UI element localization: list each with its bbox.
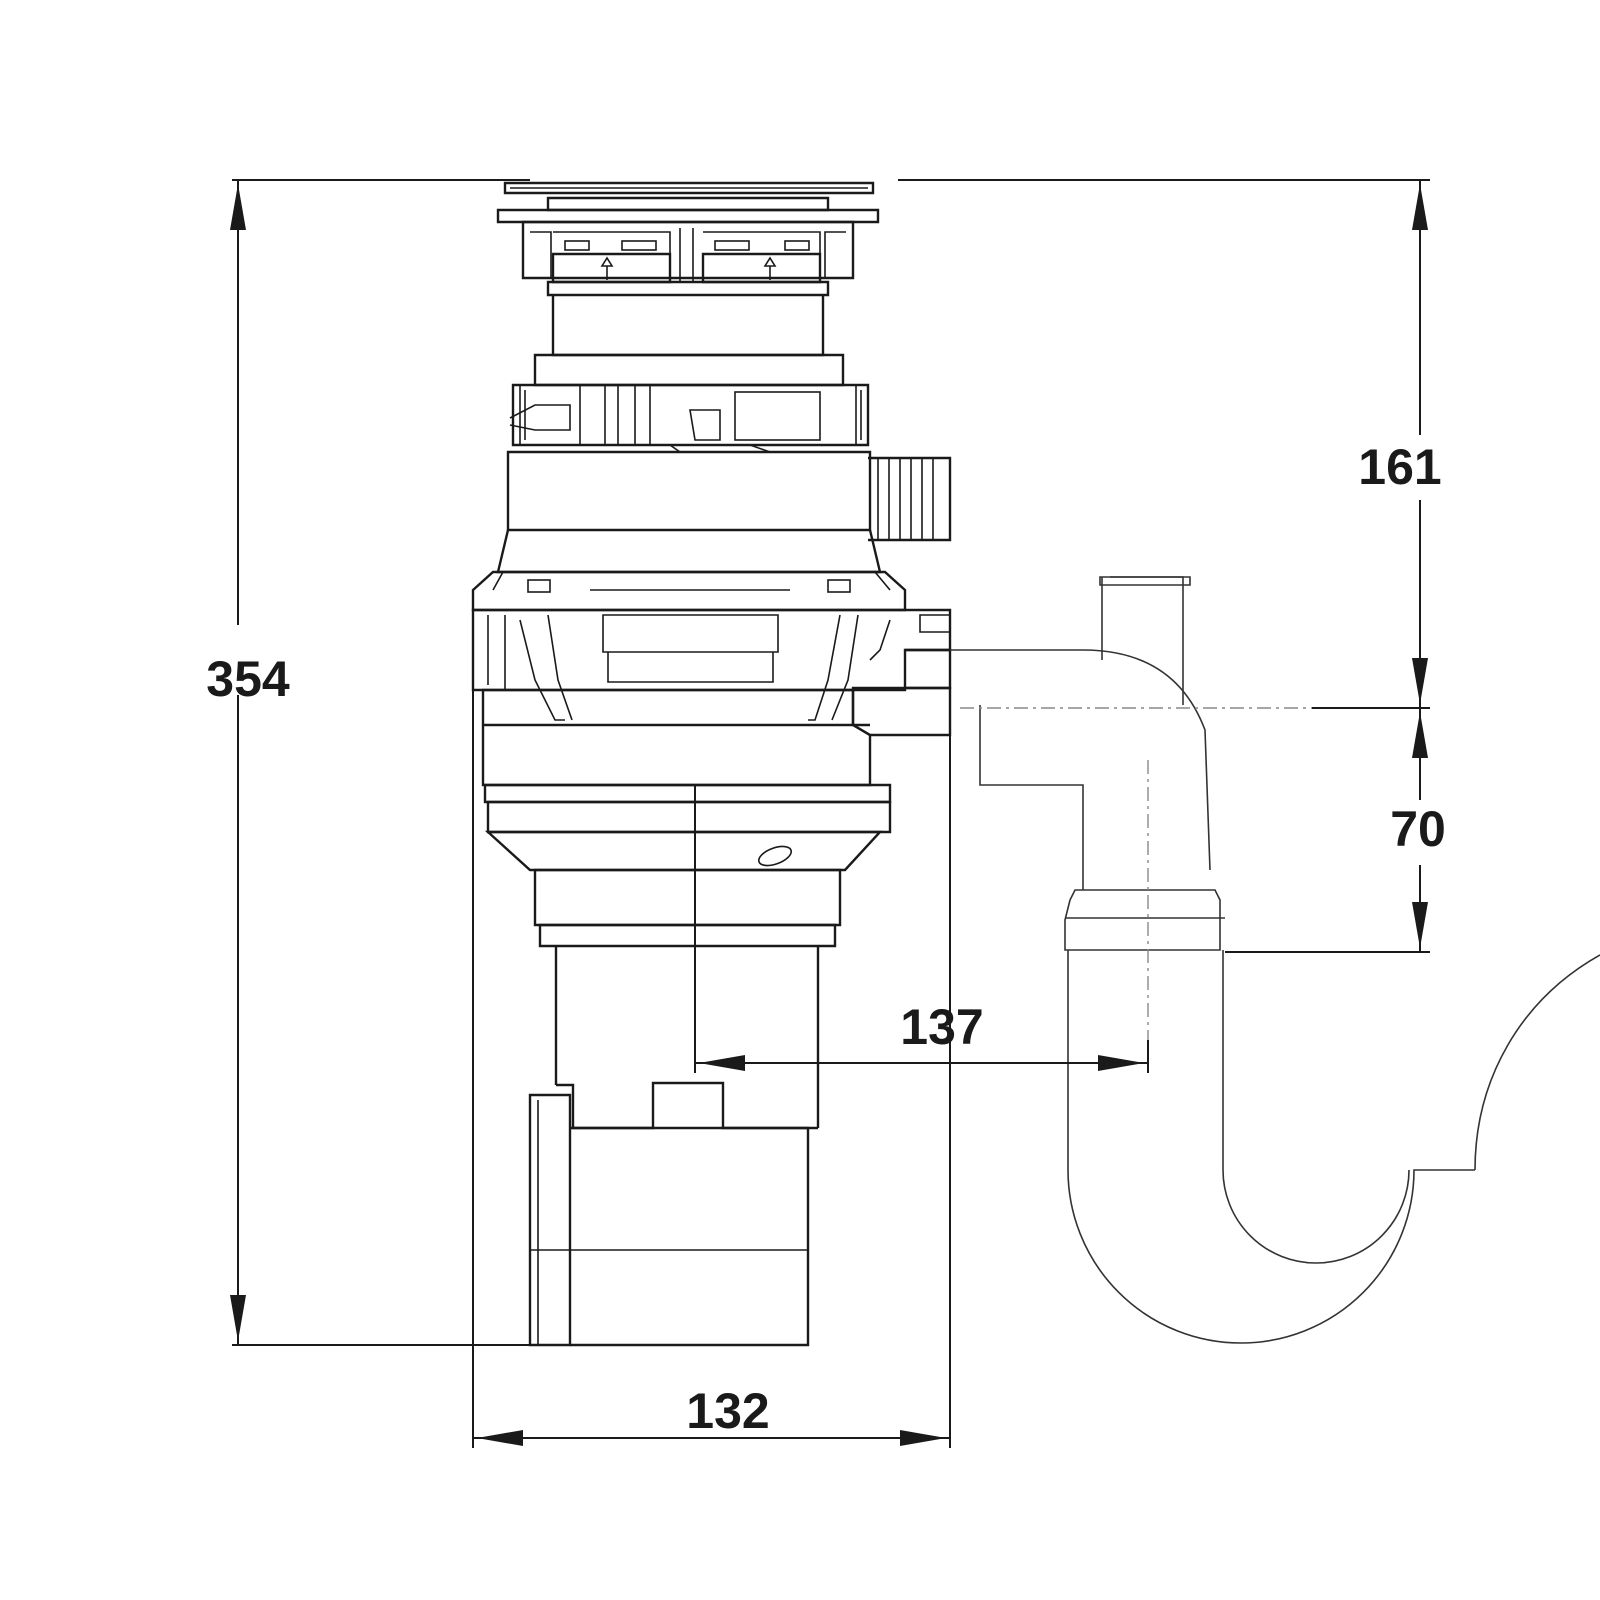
dishwasher-inlet — [868, 456, 952, 542]
dim-body-width — [472, 610, 951, 1448]
dim-label-center-to-trap: 137 — [900, 999, 983, 1055]
centerlines — [960, 707, 1312, 1060]
sink-flange — [496, 181, 880, 224]
dim-outlet-to-trap — [1225, 708, 1465, 953]
housing-flange — [471, 570, 907, 612]
trap-nut — [1064, 889, 1225, 951]
motor-housing-upper — [471, 608, 952, 721]
motor-housing-lower — [481, 688, 892, 948]
upper-housing — [496, 450, 882, 574]
throat-neck — [533, 295, 845, 387]
collar-ring — [509, 383, 870, 453]
dim-label-overall-height: 354 — [206, 651, 290, 707]
outlet-adapter — [851, 648, 952, 785]
dim-label-body-width: 132 — [686, 1383, 769, 1439]
dim-top-to-outlet — [898, 179, 1460, 709]
discharge-tube — [950, 576, 1211, 890]
dim-label-outlet-to-trap: 70 — [1390, 801, 1446, 857]
dim-overall-height — [190, 179, 530, 1346]
mounting-ring — [521, 220, 855, 297]
motor-can — [528, 946, 820, 1347]
dim-label-top-to-outlet: 161 — [1358, 439, 1441, 495]
p-trap-bend — [1067, 950, 1600, 1344]
dim-center-to-trap — [694, 785, 1149, 1073]
